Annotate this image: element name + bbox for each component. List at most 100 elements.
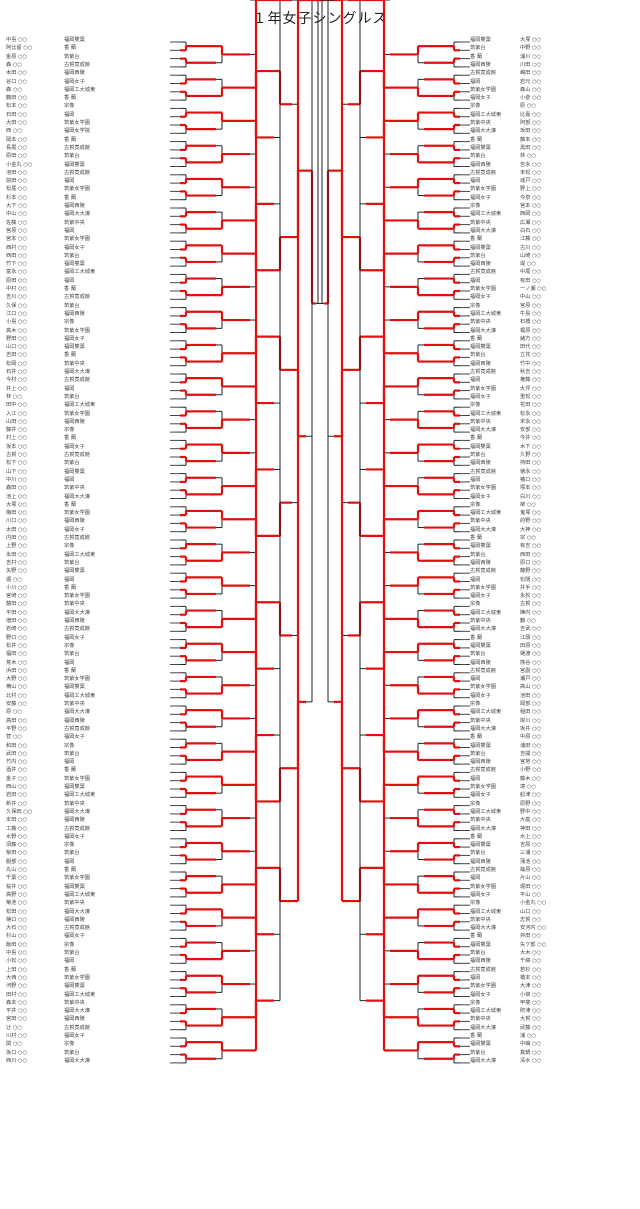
bracket-entry: 岡本 ○○香 蘭 [6, 136, 120, 144]
player-name: 中嶋 ○○ [520, 1041, 542, 1048]
player-school: 香 蘭 [64, 435, 77, 442]
bracket-entry: 福岡城戸 ○○ [470, 177, 578, 185]
player-name: 藤本 ○○ [520, 136, 542, 143]
player-name: 真鍋 ○○ [520, 1049, 542, 1056]
bracket-entry: 福岡西陵宮地 ○○ [470, 758, 578, 766]
player-name: 熊谷 ○○ [520, 659, 542, 666]
player-school: 福岡西陵 [470, 61, 491, 68]
player-school: 福岡 [470, 178, 481, 185]
bracket-entry: 香 蘭藤本 ○○ [470, 136, 578, 144]
bracket-entry: 筑紫台吉開 ○○ [470, 750, 578, 758]
player-school: 福岡女子 [64, 1033, 85, 1039]
player-school: 福岡工大城東 [64, 891, 96, 898]
bracket-entry: 福岡雙葉黒田 ○○ [470, 144, 578, 152]
bracket-entry: 筑紫中央鶴 ○○ [470, 617, 578, 625]
player-school: 宗像 [470, 900, 481, 907]
bracket-entry: 池田 ○○古賀竟成館 [6, 169, 120, 177]
bracket-entry: 江口 ○○福岡西陵 [6, 310, 120, 318]
bracket-entry: 香 蘭水上 ○○ [470, 833, 578, 841]
player-name: 重松 ○○ [520, 393, 542, 400]
player-school: 筑紫女学園 [470, 186, 496, 193]
bracket-entry: 古賀竟成館篠原 ○○ [470, 866, 578, 874]
player-school: 福岡雙葉 [470, 443, 491, 450]
bracket-entry: 増田 ○○福岡西陵 [6, 617, 120, 625]
player-name: 千葉 ○○ [6, 875, 28, 882]
player-name: 岡本 ○○ [6, 136, 28, 143]
player-school: 宗像 [64, 543, 75, 550]
player-school: 福岡大大濠 [64, 1057, 90, 1064]
bracket-entry: 田中 ○○福岡工大城東 [6, 401, 120, 409]
player-name: 井上 ○○ [6, 385, 28, 392]
player-school: 宗像 [470, 800, 481, 807]
player-school: 福岡雙葉 [470, 642, 491, 649]
player-school: 福岡女子 [64, 634, 85, 641]
player-name: 林 ○○ [520, 153, 536, 160]
bracket-entry: 宗像花田 ○○ [470, 401, 578, 409]
bracket-entry: 小金丸 ○○福岡雙葉 [6, 161, 120, 169]
player-school: 古賀竟成館 [470, 70, 496, 77]
bracket-entry: 岩田 ○○福岡工大城東 [6, 791, 120, 799]
player-school: 香 蘭 [64, 767, 77, 774]
bracket-entry: 福岡女子池田 ○○ [470, 692, 578, 700]
player-name: 池田 ○○ [6, 169, 28, 176]
player-school: 古賀竟成館 [470, 369, 496, 375]
bracket-entry: 高田 ○○福岡西陵 [6, 717, 120, 725]
bracket-entry: 杉本 ○○香 蘭 [6, 194, 120, 202]
bracket-entry: 高木 ○○筑紫女学園 [6, 327, 120, 335]
bracket-entry: 水野 ○○福岡女子 [6, 833, 120, 841]
player-school: 筑紫台 [64, 252, 80, 259]
bracket-entry: 宮田 ○○福岡西陵 [6, 1015, 120, 1023]
player-school: 福岡西陵 [64, 618, 85, 624]
player-name: 大津 ○○ [520, 983, 542, 990]
player-school: 福岡工大城東 [470, 1008, 502, 1015]
bracket-entry: 福岡西陵持田 ○○ [470, 459, 578, 467]
bracket-entry: 松田 ○○福岡大大濠 [6, 908, 120, 916]
player-school: 福岡女子 [64, 244, 85, 251]
bracket-entry: 福岡西陵千綿 ○○ [470, 957, 578, 965]
bracket-entry: 新井 ○○筑紫中央 [6, 800, 120, 808]
bracket-entry: 山口 ○○福岡雙葉 [6, 343, 120, 351]
player-name: 原 ○○ [520, 103, 536, 110]
player-name: 桜井 ○○ [6, 883, 28, 890]
player-school: 宗像 [470, 601, 481, 608]
bracket-entry: 香 蘭浦 ○○ [470, 1032, 578, 1040]
player-name: 江口 ○○ [6, 310, 28, 317]
bracket-entry: 福岡雙葉中嶋 ○○ [470, 1040, 578, 1048]
player-school: 筑紫台 [470, 750, 486, 757]
bracket-entry: 筑紫中央的野 ○○ [470, 517, 578, 525]
player-name: 大塚 ○○ [520, 37, 542, 43]
player-name: 野田 ○○ [6, 335, 28, 342]
player-school: 宗像 [64, 427, 75, 434]
player-name: 田代 ○○ [520, 344, 542, 351]
player-name: 舛田 ○○ [520, 933, 542, 940]
player-school: 筑紫女学園 [64, 676, 90, 683]
bracket-entry: 福岡女子平山 ○○ [470, 891, 578, 899]
bracket-entry: 福岡瀬戸 ○○ [470, 675, 578, 683]
bracket-entry: 筑紫台 林 ○○ [470, 152, 578, 160]
player-school: 筑紫台 [64, 393, 80, 400]
player-name: 吉武 ○○ [520, 626, 542, 633]
player-name: 宮田 ○○ [6, 1016, 28, 1023]
player-name: 有吉 ○○ [520, 543, 542, 550]
player-name: 境 ○○ [520, 784, 536, 790]
bracket-entry: 西山 ○○福岡雙葉 [6, 783, 120, 791]
player-school: 筑紫台 [470, 651, 486, 658]
bracket-entry: 大石 ○○古賀竟成館 [6, 924, 120, 932]
player-school: 筑紫台 [470, 153, 486, 160]
player-school: 福岡大大濠 [470, 725, 496, 732]
bracket-entry: 筑紫台真鍋 ○○ [470, 1049, 578, 1057]
bracket-entry: 山下 ○○福岡雙葉 [6, 468, 120, 476]
player-name: 大野 ○○ [6, 676, 28, 683]
bracket-entry: 福岡工大城東松永 ○○ [470, 410, 578, 418]
player-name: 今村 ○○ [6, 377, 28, 384]
bracket-entry: 福岡雙葉浦田 ○○ [470, 742, 578, 750]
player-name: 清水 ○○ [520, 1057, 542, 1064]
bracket-entry: 長尾 ○○古賀竟成館 [6, 144, 120, 152]
player-name: 宮本 ○○ [6, 236, 28, 243]
player-school: 福岡西陵 [64, 203, 85, 209]
bracket-entry: 松井 ○○宗像 [6, 642, 120, 650]
player-name: 藤田 ○○ [6, 601, 28, 608]
bracket-entry: 福岡西陵川田 ○○ [470, 61, 578, 69]
bracket-entry: 菅 ○○福岡女子 [6, 733, 120, 741]
player-school: 福岡大大濠 [470, 526, 496, 533]
